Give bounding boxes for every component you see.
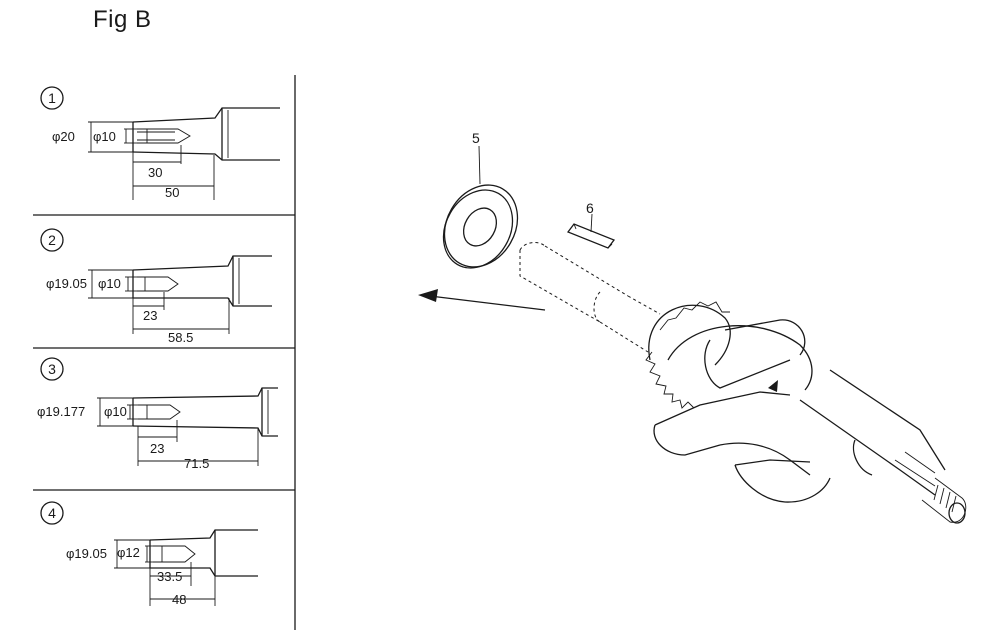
inner-diameter: φ12 [117,545,140,560]
key-part: 6 [566,200,616,249]
crankshaft-exploded-view: 5 6 [418,130,967,524]
variant-index: 3 [48,361,56,377]
inner-diameter: φ10 [98,276,121,291]
shaft-length-dim: 71.5 [184,456,209,471]
callout-washer: 5 [472,130,480,146]
thread-depth-dim: 23 [143,308,157,323]
inner-diameter: φ10 [93,129,116,144]
variant-index-circle [40,228,64,252]
variant-2: 2 φ19.05 φ10 23 58.5 [40,228,272,345]
variant-index-circle [40,357,64,381]
shaft-length-dim: 50 [165,185,179,200]
outer-diameter: φ20 [52,129,75,144]
thread-depth-dim: 33.5 [157,569,182,584]
inner-diameter: φ10 [104,404,127,419]
washer-part: 5 [442,130,519,269]
callout-key: 6 [586,200,594,216]
assembly-arrow [418,289,546,311]
variant-index: 2 [48,232,56,248]
outer-diameter: φ19.05 [66,546,107,561]
thread-depth-dim: 23 [150,441,164,456]
variant-index-circle [40,86,64,110]
variant-3: 3 φ19.177 φ10 23 71.5 [37,357,278,471]
outer-diameter: φ19.05 [46,276,87,291]
figure-title: Fig B [93,6,152,33]
variant-1: 1 φ20 φ10 30 50 [40,86,280,200]
shaft-length-dim: 58.5 [168,330,193,345]
variant-index: 4 [48,505,56,521]
thread-depth-dim: 30 [148,165,162,180]
variant-index-circle [40,501,64,525]
variant-index: 1 [48,90,56,106]
shaft-length-dim: 48 [172,592,186,607]
variant-4: 4 φ19.05 φ12 33.5 48 [40,501,258,607]
outer-diameter: φ19.177 [37,404,85,419]
